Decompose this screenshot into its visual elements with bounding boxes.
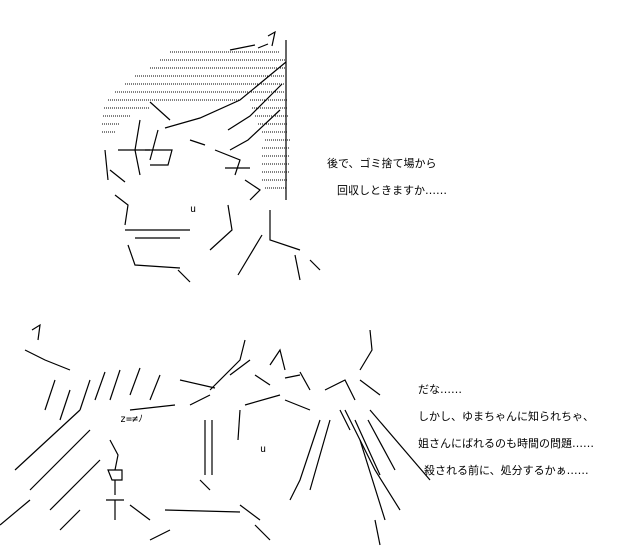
dialogue-bottom-line-2: しかし、ゆまちゃんに知られちゃ、: [418, 410, 594, 423]
dialogue-top-line-1: 後で、ゴミ捨て場から: [327, 157, 437, 170]
dialogue-top: 後で、ゴミ捨て場から 回収しときますか……: [327, 150, 447, 204]
bottom-face-lines: [0, 323, 431, 546]
svg-text:u: u: [190, 204, 196, 215]
svg-text:z=≠ﾉ: z=≠ﾉ: [120, 414, 143, 425]
top-face-lines: [104, 30, 321, 283]
dialogue-bottom-line-3: 姐さんにばれるのも時間の問題……: [418, 437, 594, 450]
dialogue-bottom-line-1: だな……: [418, 383, 462, 396]
dialogue-top-line-2: 回収しときますか……: [337, 184, 447, 197]
dialogue-bottom: だな…… しかし、ゆまちゃんに知られちゃ、 姐さんにばれるのも時間の問題…… 殺…: [418, 376, 594, 484]
svg-text:u: u: [260, 444, 266, 455]
dialogue-bottom-line-4: 殺される前に、処分するかぁ……: [424, 464, 589, 477]
